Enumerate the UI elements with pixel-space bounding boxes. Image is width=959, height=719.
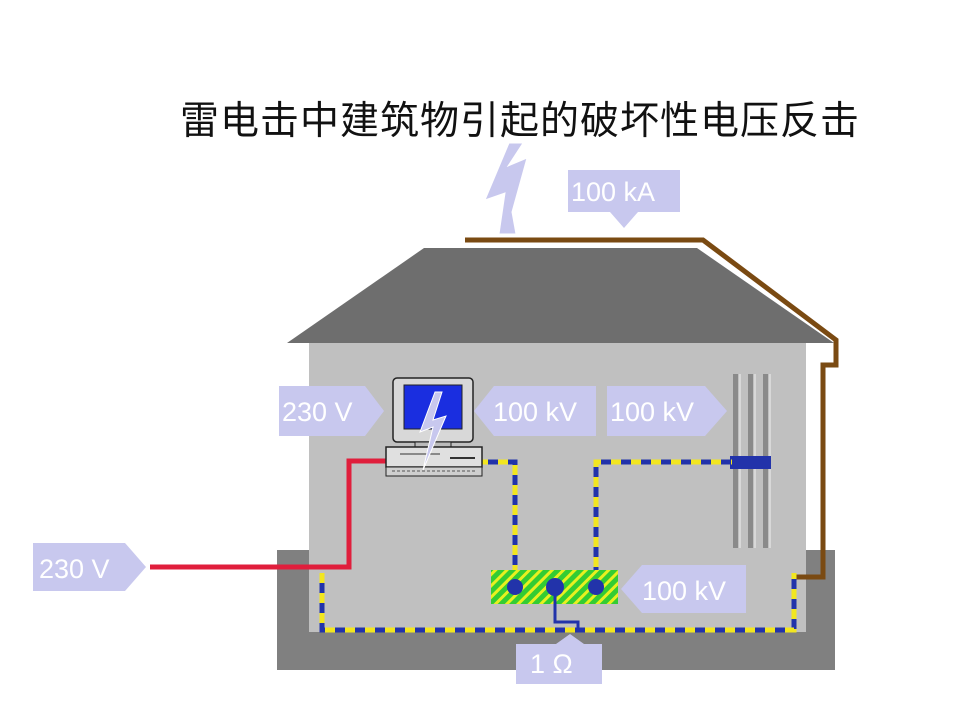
label-arrow-shape: [33, 543, 146, 591]
house-roof: [287, 248, 834, 343]
lightning-current-label: 100 kA: [571, 177, 655, 207]
page-title: 雷电击中建筑物引起的破坏性电压反击: [179, 99, 860, 144]
earth-electrode-lead: [553, 590, 580, 630]
pipe-voltage-label: 100 kV: [610, 397, 694, 427]
label-arrow-shape: [607, 386, 727, 436]
label-arrow-shape: [621, 565, 746, 613]
earth-ring-conductor: [319, 573, 797, 633]
lightning-bolt-icon: [419, 391, 447, 471]
label-arrow-shape: [279, 386, 384, 436]
data-line-conductor: [478, 459, 518, 587]
label-arrow-shape: [516, 634, 602, 684]
lightning-conductor: [465, 237, 839, 590]
supply-voltage-label: 230 V: [39, 554, 110, 584]
bonding-terminal: [507, 579, 523, 595]
bonding-terminal: [588, 579, 604, 595]
earth-resistance-label: 1 Ω: [530, 649, 573, 679]
power-supply-line: [150, 458, 392, 570]
metal-pipes: [730, 374, 771, 548]
bonding-bar-voltage-label: 100 kV: [642, 576, 726, 606]
pipe-bonding-conductor: [593, 459, 732, 587]
data-line-voltage-label: 100 kV: [493, 397, 577, 427]
label-arrow-shape: [474, 386, 596, 436]
lightning-bolt-icon: [484, 142, 528, 235]
label-arrow-shape: [568, 170, 680, 228]
bonding-terminal: [546, 578, 564, 596]
computer-voltage-label: 230 V: [282, 397, 353, 427]
